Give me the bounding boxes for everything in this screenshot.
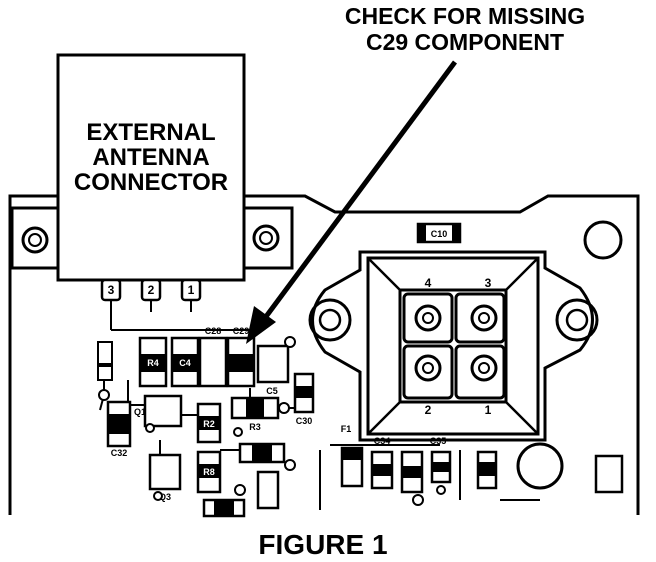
regulator-pin-2-label: 2: [425, 403, 432, 417]
component-c28: C28: [198, 326, 228, 388]
component-f1: [340, 446, 364, 488]
component-c4: C4: [170, 336, 200, 388]
regulator-housing: [308, 250, 599, 442]
c29-label: C29: [233, 326, 250, 336]
component-small-left-b: [97, 365, 113, 381]
r4-label: R4: [147, 358, 159, 368]
component-lower-cap: [256, 470, 280, 510]
c5-label: C5: [266, 386, 278, 396]
callout-line1: CHECK FOR MISSING: [345, 3, 585, 29]
regulator-pad-4: [402, 292, 454, 344]
connector-pin-1: 1: [180, 278, 202, 302]
component-small-left: [97, 341, 113, 365]
c28-label: C28: [205, 326, 222, 336]
c35-label: C35: [430, 436, 447, 446]
regulator-pad-1: [454, 344, 506, 400]
component-r4: R4: [138, 336, 168, 388]
left-mounting-tab: [10, 206, 62, 270]
q1-label: Q1: [134, 407, 146, 417]
connector-pin-1-label: 1: [188, 283, 195, 297]
c30-label: C30: [296, 416, 313, 426]
regulator-pin-1-label: 1: [485, 403, 492, 417]
component-q1: Q1: [134, 394, 183, 433]
c34-label: C34: [374, 436, 391, 446]
bottom-right-component: [594, 454, 624, 494]
component-lower-right-b: [476, 450, 498, 490]
circuit-board: [8, 194, 640, 515]
regulator-pad-3: [454, 292, 506, 344]
callout-arrow: [246, 60, 458, 344]
r2-label: R2: [203, 419, 215, 429]
component-r8: R8: [196, 450, 222, 494]
component-lower-right-a: [400, 450, 424, 506]
c10-label: C10: [431, 229, 448, 239]
regulator-pin-4-label: 4: [425, 276, 432, 290]
regulator-pad-2: [402, 344, 454, 400]
component-c10: C10: [416, 222, 462, 244]
component-q3: Q3: [148, 453, 182, 502]
r8-label: R8: [203, 467, 215, 477]
connector-label-line2: ANTENNA: [92, 144, 209, 171]
test-point: [98, 389, 110, 401]
q3-label: Q3: [159, 492, 171, 502]
f1-label: F1: [341, 424, 352, 434]
right-mounting-tab: [242, 206, 294, 270]
r3-label: R3: [249, 422, 261, 432]
board-mounting-hole: [583, 220, 623, 260]
regulator-pin-3-label: 3: [485, 276, 492, 290]
component-c35: [430, 450, 452, 495]
component-c5: C5: [256, 336, 296, 396]
component-c29: C29: [226, 326, 256, 388]
component-c34: [370, 450, 394, 490]
connector-label-line3: CONNECTOR: [74, 169, 228, 196]
connector-label-line1: EXTERNAL: [86, 119, 215, 146]
connector-pin-2-label: 2: [148, 283, 155, 297]
connector-pin-3-label: 3: [108, 283, 115, 297]
component-c32: C32: [106, 400, 132, 458]
component-r2: R2: [196, 402, 222, 444]
c32-label: C32: [111, 448, 128, 458]
large-test-pad: [516, 442, 564, 490]
connector-pin-3: 3: [100, 278, 122, 302]
connector-pin-2: 2: [140, 278, 162, 302]
component-c30: C30: [293, 372, 315, 426]
component-bottom-resistor: [202, 484, 246, 518]
external-antenna-connector: [56, 53, 246, 282]
component-lower-resistor: [238, 442, 296, 471]
figure-caption: FIGURE 1: [258, 529, 387, 560]
c4-label: C4: [179, 358, 191, 368]
callout-line2: C29 COMPONENT: [366, 29, 564, 55]
component-r3: R3: [230, 396, 290, 437]
